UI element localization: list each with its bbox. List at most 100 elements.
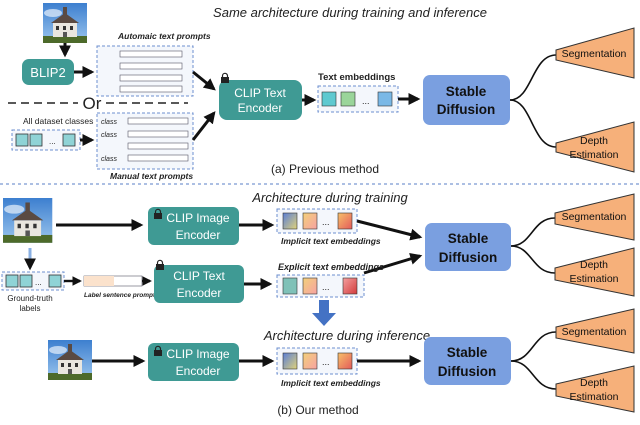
explicit-to-sd-arrow [363,253,423,275]
segmentation-infer: Segmentation [562,326,627,338]
branch-to-depth-top [509,99,557,148]
manual-prompt-3 [127,142,189,150]
depth-line2-train: Estimation [569,273,618,285]
auto-prompt-line-3 [119,74,183,82]
implicit-ellipsis-infer: ... [322,357,330,367]
implicit-infer-embedding-2 [302,352,318,370]
auto-prompts-label: Automaic text prompts [117,31,211,41]
text-embeddings-label: Text embeddings [318,72,395,83]
segmentation-head-infer [555,308,635,354]
clip-text-encoder-top [219,80,302,120]
branch-to-depth-train [510,245,556,274]
blip2-label: BLIP2 [30,65,65,80]
gt-swatch-1 [5,274,19,288]
class-swatch-1 [15,133,29,147]
explicit-embedding-2 [302,277,318,295]
blip2-box [22,59,74,85]
clip-text-encoder-bottom [154,265,244,303]
caption-b: (b) Our method [277,403,358,417]
infer-title: Architecture during inference [263,328,430,343]
embedding-2 [340,91,356,107]
input-image-train [3,198,53,243]
auto-prompt-line-2 [119,62,183,70]
gt-swatch-n [48,274,62,288]
embeddings-ellipsis-top: ... [362,96,370,106]
implicit-label-train: Implicit text embeddings [281,236,381,246]
gt-swatch-2 [19,274,33,288]
sd-line1-train: Stable [448,231,489,246]
segmentation-top: Segmentation [562,48,627,60]
sd-line2-top: Diffusion [437,102,496,117]
manual-prompts-label: Manual text prompts [110,171,193,181]
depth-line2-top: Estimation [569,149,618,161]
class-2-label: class [101,132,117,139]
or-label: Or [83,94,102,113]
implicit-embedding-n [337,212,353,230]
label-prompt-fill [84,276,114,286]
clip-text-line1-bottom: CLIP Text [173,269,225,283]
input-image-infer [48,340,92,380]
embedding-1 [321,91,337,107]
implicit-infer-embedding-1 [282,352,298,370]
all-classes-label: All dataset classes [23,116,93,126]
manual-prompt-1 [127,117,189,125]
manual-prompt-2 [127,130,189,138]
gt-ellipsis: ... [35,278,42,287]
explicit-label: Explicit text embeddings [278,262,384,272]
manual-prompt-n [127,154,189,162]
classes-ellipsis: ... [49,137,56,146]
input-image-top [43,3,87,43]
explicit-embedding-n [342,277,358,295]
lock-icon [220,72,230,84]
auto-prompt-line-4 [119,85,183,93]
train-title: Architecture during training [251,190,408,205]
depth-line1-train: Depth [580,259,608,271]
depth-head-train [554,247,635,297]
depth-line1-top: Depth [580,135,608,147]
stable-diffusion-top [423,75,510,125]
implicit-embedding-2 [302,212,318,230]
clip-text-line2-bottom: Encoder [177,286,222,300]
sd-line1-infer: Stable [447,345,488,360]
sd-line2-infer: Diffusion [438,364,497,379]
implicit-infer-embedding-n [337,352,353,370]
depth-head-infer [555,365,635,413]
segmentation-train: Segmentation [562,211,627,223]
class-n-label: class [101,156,117,163]
embedding-n [377,91,393,107]
clip-image-line1-infer: CLIP Image [166,347,229,361]
stable-diffusion-train [425,223,511,271]
depth-line1-infer: Depth [580,377,608,389]
class-swatch-2 [29,133,43,147]
implicit-ellipsis-train: ... [322,217,330,227]
branch-to-segmentation-top [509,54,557,101]
top-title: Same architecture during training and in… [213,5,487,20]
branch-to-depth-infer [510,360,557,390]
clip-image-line2-train: Encoder [176,228,221,242]
class-1-label: class [101,119,117,126]
depth-head-top [555,121,635,173]
clip-text-line2-top: Encoder [238,101,283,115]
explicit-ellipsis: ... [322,282,330,292]
clip-image-encoder-train [148,207,239,245]
auto-prompt-line-1 [119,50,183,58]
label-prompts-caption: Label sentence prompts [84,292,159,299]
branch-to-segmentation-train [510,217,556,247]
branch-to-segmentation-infer [510,331,557,362]
clip-text-line1-top: CLIP Text [234,86,286,100]
clip-image-encoder-infer [148,343,239,381]
depth-line2-infer: Estimation [569,391,618,403]
implicit-label-infer: Implicit text embeddings [281,378,381,388]
class-swatch-n [62,133,76,147]
implicit-embedding-1 [282,212,298,230]
implicit-to-sd-arrow [356,219,423,241]
explicit-embeddings-box [276,274,365,298]
train-to-inference-arrow [312,300,336,326]
segmentation-head-top [555,27,635,79]
sd-line1-top: Stable [446,84,487,99]
gt-line2: labels [20,304,41,313]
sd-line2-train: Diffusion [439,250,498,265]
clip-image-line1-train: CLIP Image [166,211,229,225]
